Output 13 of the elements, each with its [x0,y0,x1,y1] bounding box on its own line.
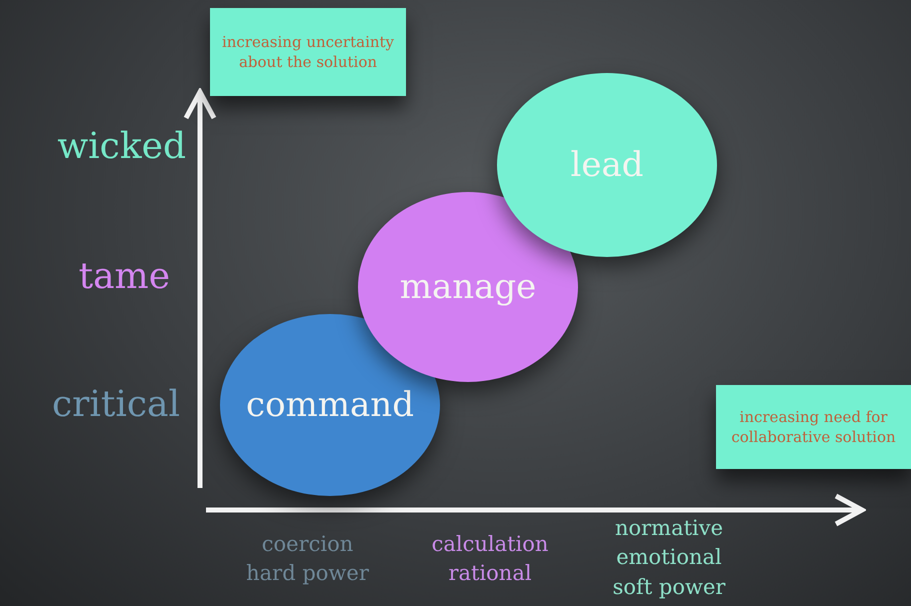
node-label: increasing uncertainty about the solution [220,32,396,72]
node-label: manage [400,267,536,307]
node-label: lead [570,145,644,185]
node-label: command [246,385,414,425]
axis-category-label: coercion hard power [245,531,370,588]
axis-category-label: wicked [56,125,186,169]
axis-category-label: calculation rational [430,531,550,588]
note-box [210,8,406,96]
axis-category-label: tame [78,255,170,299]
node-label: increasing need for collaborative solution [730,407,897,447]
axis-category-label: normative emotional soft power [612,515,726,601]
note-box [716,385,911,469]
axis-category-label: critical [50,383,180,427]
